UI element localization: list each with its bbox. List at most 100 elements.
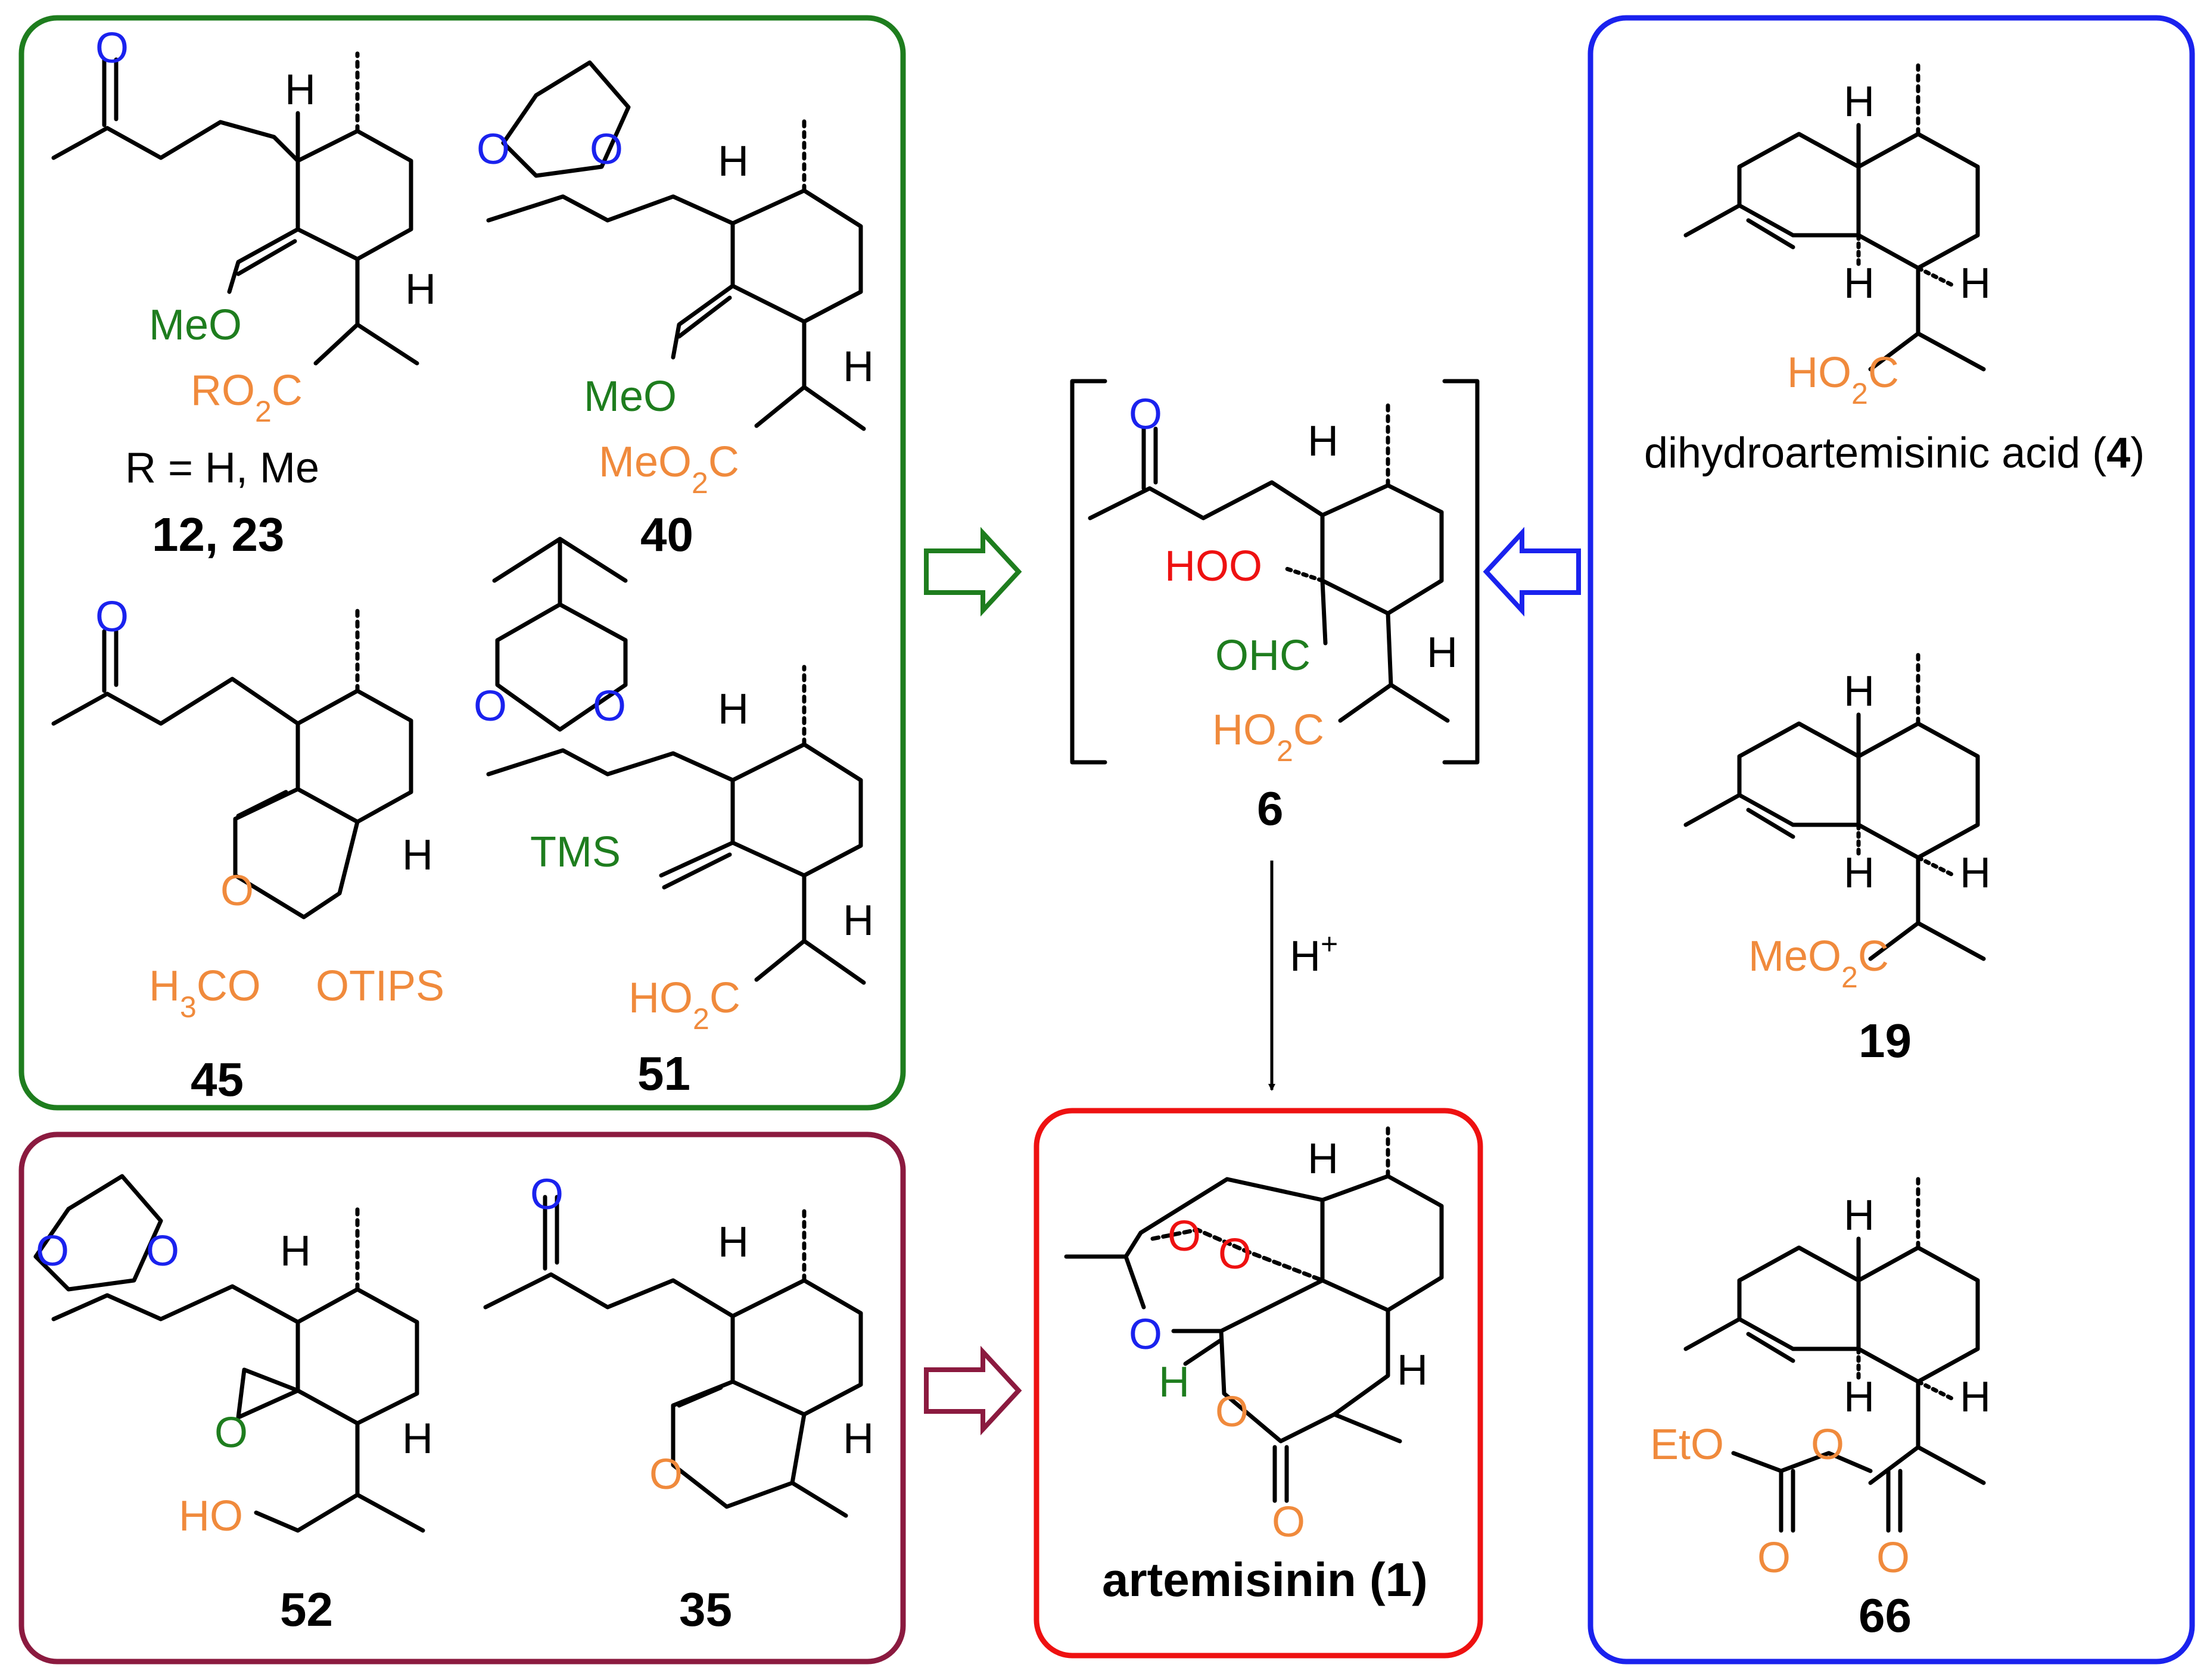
alkene-bond-2: [1746, 218, 1795, 250]
compound-51-number: 51: [637, 1047, 690, 1100]
compound-35: O H O H 35: [483, 1171, 874, 1636]
ring-o: O: [649, 1451, 683, 1498]
dioxane-o2: O: [593, 682, 626, 730]
dioxolane-o2: O: [590, 126, 623, 173]
ketone-o: O: [95, 593, 129, 641]
compound-1: H O O O H O O H artemisinin (1): [1064, 1123, 1444, 1606]
acid-condition: H+: [1290, 927, 1338, 980]
artemisinin-name-text: artemisinin: [1102, 1553, 1356, 1606]
tms-label: TMS: [530, 828, 621, 876]
ring-bonds: [1737, 1245, 1980, 1384]
compound-19: H H H MeO2C 19: [1683, 653, 1991, 1067]
alkene-bond: [1737, 203, 1795, 238]
compound-4-name: dihydroartemisinic acid (4): [1644, 429, 2144, 477]
compound-51: O O H TMS H HO2C 51: [474, 537, 874, 1100]
h-plus-text: H+: [1290, 927, 1338, 980]
ho2c-label: HO2C: [1787, 349, 1899, 410]
methyl-bond: [1683, 203, 1742, 238]
green-block-arrow: [924, 526, 1022, 617]
compound-40: O O H MeO H MeO2C 40: [477, 60, 874, 561]
ho2c-label: HO2C: [628, 974, 740, 1036]
lactone-o: O: [1215, 1388, 1249, 1436]
h-atom-green: H: [1159, 1358, 1190, 1406]
blue-box: [1588, 15, 2195, 1665]
compound-6: O H HOO OHC H HO2C 6: [1070, 379, 1480, 835]
h-bond-dash: [1916, 855, 1956, 878]
peroxide-o2: O: [1218, 1230, 1252, 1278]
h-atom: H: [1844, 1373, 1875, 1421]
dioxolane-o2: O: [146, 1227, 179, 1275]
h-atom: H: [402, 831, 433, 879]
blue-block-arrow: [1483, 526, 1581, 617]
h-atom: H: [1427, 629, 1458, 677]
alkene-bond: [1737, 793, 1795, 827]
ketone-o: O: [530, 1171, 564, 1218]
compound-45: O O H H3CO OTIPS 45: [51, 593, 444, 1106]
compound-52: O O H O H HO 52: [33, 1174, 433, 1636]
h-atom: H: [843, 1415, 874, 1463]
epoxide-o: O: [214, 1409, 248, 1457]
compound-4-number: 4: [2106, 429, 2130, 477]
meo2c-label: MeO2C: [1748, 933, 1889, 994]
h-atom: H: [1960, 1373, 1991, 1421]
anhydride-o: O: [1811, 1421, 1844, 1469]
ether-o: O: [1129, 1311, 1162, 1358]
h-atom: H: [405, 266, 436, 313]
meo-label: MeO: [584, 373, 677, 420]
ring-bonds: [1737, 132, 1980, 270]
ketone-o: O: [1129, 391, 1162, 438]
h-atom: H: [285, 66, 316, 114]
peroxide-o1: O: [1168, 1213, 1201, 1260]
compound-45-number: 45: [191, 1053, 244, 1106]
methyl-bond: [1683, 793, 1742, 827]
ho-label: HO: [179, 1492, 243, 1540]
h-atom: H: [1397, 1347, 1428, 1394]
h-atom: H: [843, 897, 874, 945]
h-atom: H: [402, 1415, 433, 1463]
h-atom: H: [1844, 668, 1875, 715]
ho2c-label: HO2C: [1212, 706, 1324, 768]
ring-o: O: [220, 867, 254, 915]
compound-6-number: 6: [1257, 782, 1284, 835]
wedge-methyl: [1916, 331, 1986, 372]
h-atom: H: [1960, 849, 1991, 897]
green-box: [18, 15, 906, 1111]
h-atom: H: [1844, 78, 1875, 126]
compound-19-number: 19: [1859, 1014, 1912, 1067]
alkene-bond: [1737, 1317, 1795, 1351]
methyl-bond: [1683, 1317, 1742, 1351]
eto-label: EtO: [1650, 1421, 1724, 1469]
h-atom: H: [718, 138, 749, 185]
compound-12-23: O H MeO H RO2C R = H, Me 12, 23: [51, 24, 436, 561]
r-group-note: R = H, Me: [125, 444, 319, 492]
carbonyl-o2: O: [1876, 1534, 1910, 1582]
compound-40-number: 40: [640, 508, 693, 561]
carbonyl-o: O: [1272, 1498, 1305, 1546]
h3co-label: H3CO: [149, 962, 261, 1024]
alkene-bond-2: [1746, 1332, 1795, 1363]
ro2c-label: RO2C: [191, 367, 303, 428]
h-atom: H: [1308, 1135, 1339, 1183]
compound-66-number: 66: [1859, 1589, 1912, 1642]
dioxolane-o1: O: [36, 1227, 69, 1275]
dioxolane-o1: O: [477, 126, 510, 173]
side-chain: [1868, 1379, 1920, 1485]
artemisinin-name: artemisinin (1): [1102, 1553, 1428, 1606]
maroon-block-arrow: [924, 1345, 1022, 1436]
h-atom: H: [1844, 260, 1875, 307]
alkene-bond-2: [1746, 808, 1795, 839]
artemisinin-number: 1: [1386, 1553, 1412, 1606]
anhydride-chain: [1731, 1451, 1873, 1473]
h-bond-dash: [1916, 1379, 1956, 1402]
ohc-label: OHC: [1215, 632, 1311, 680]
ring-bonds: [1737, 721, 1980, 860]
otips-label: OTIPS: [316, 962, 444, 1010]
h-bond-dash: [1916, 266, 1956, 288]
h-atom: H: [718, 1218, 749, 1266]
h-atom: H: [1308, 417, 1339, 465]
meo2c-label: MeO2C: [599, 438, 739, 500]
h-atom: H: [1844, 849, 1875, 897]
